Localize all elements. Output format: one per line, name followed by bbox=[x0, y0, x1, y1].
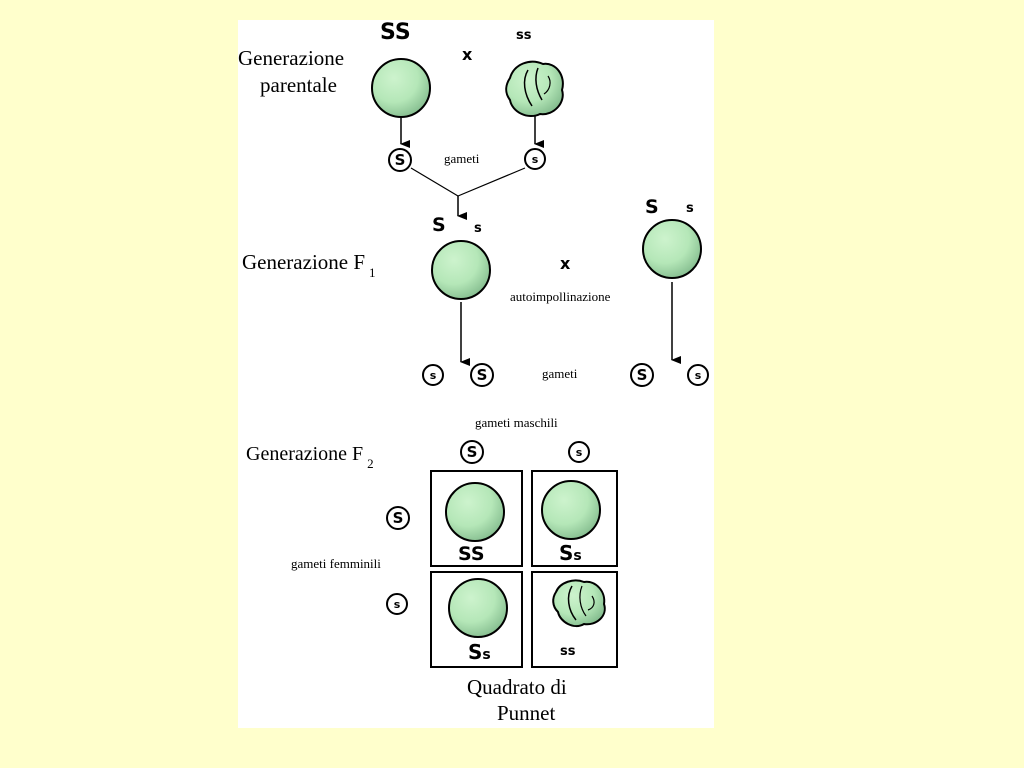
gamete-S-circle: S bbox=[388, 148, 412, 172]
gamete-line-left bbox=[410, 167, 459, 197]
diagram-panel: Generazione parentale SS x ss S gameti s… bbox=[238, 20, 714, 728]
punnett-genotype-ss: ss bbox=[560, 644, 576, 659]
smooth-pea-icon bbox=[642, 219, 702, 279]
punnett-square-label-line2: Punnet bbox=[497, 701, 556, 725]
gamete-s-circle: s bbox=[524, 148, 546, 170]
female-gametes-label: gameti femminili bbox=[291, 556, 381, 571]
cross-symbol: x bbox=[462, 45, 473, 64]
punnett-genotype-Ss: Ss bbox=[559, 541, 582, 565]
punnett-cell-ss bbox=[531, 571, 618, 668]
gamete-s-circle: s bbox=[386, 593, 408, 615]
punnett-genotype-Ss: Ss bbox=[468, 640, 491, 664]
f1-allele-s: s bbox=[686, 201, 694, 216]
f1-allele-S: S bbox=[432, 214, 446, 236]
smooth-pea-icon bbox=[445, 482, 505, 542]
wrinkled-pea-icon bbox=[552, 579, 606, 628]
gametes-label: gameti bbox=[542, 366, 578, 381]
gamete-s-circle: s bbox=[422, 364, 444, 386]
gamete-S-circle: S bbox=[386, 506, 410, 530]
f1-allele-s: s bbox=[474, 221, 482, 236]
punnett-cell-SS bbox=[430, 470, 523, 567]
smooth-pea-icon bbox=[448, 578, 508, 638]
punnett-square-label-line1: Quadrato di bbox=[467, 675, 567, 699]
gamete-S-circle: S bbox=[470, 363, 494, 387]
genotype-SS: SS bbox=[380, 20, 411, 45]
self-pollination-label: autoimpollinazione bbox=[510, 289, 611, 304]
smooth-pea-icon bbox=[541, 480, 601, 540]
smooth-pea-icon bbox=[371, 58, 431, 118]
gamete-S-circle: S bbox=[460, 440, 484, 464]
smooth-pea-icon bbox=[431, 240, 491, 300]
genotype-ss: ss bbox=[516, 28, 532, 43]
punnett-cell-Ss-top bbox=[531, 470, 618, 567]
punnett-cell-Ss-bottom bbox=[430, 571, 523, 668]
parental-generation-label-line2: parentale bbox=[260, 73, 337, 97]
male-gametes-label: gameti maschili bbox=[475, 415, 558, 430]
gamete-s-circle: s bbox=[687, 364, 709, 386]
gamete-S-circle: S bbox=[630, 363, 654, 387]
gametes-label: gameti bbox=[444, 151, 480, 166]
diagram-graphics bbox=[371, 58, 702, 638]
gamete-line-right bbox=[457, 167, 526, 197]
cross-symbol: x bbox=[560, 254, 571, 273]
f1-allele-S: S bbox=[645, 196, 659, 218]
punnett-genotype-SS: SS bbox=[458, 543, 485, 565]
wrinkled-pea-icon bbox=[505, 60, 564, 118]
gamete-s-circle: s bbox=[568, 441, 590, 463]
parental-generation-label-line1: Generazione bbox=[238, 46, 345, 70]
